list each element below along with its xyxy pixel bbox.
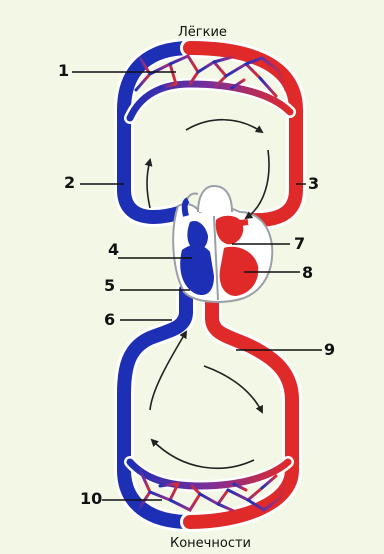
title-limbs: Конечности <box>170 537 251 551</box>
arrow-top <box>186 120 262 132</box>
callout-3: 3 <box>308 176 319 192</box>
callout-6: 6 <box>104 312 115 328</box>
arrow-right-bottom <box>204 366 262 412</box>
callout-1: 1 <box>58 63 69 79</box>
callout-2: 2 <box>64 175 75 191</box>
title-lungs: Лёгкие <box>178 26 227 40</box>
arrow-left-top <box>147 160 150 208</box>
callout-4: 4 <box>108 242 119 258</box>
callout-10: 10 <box>80 491 102 507</box>
callout-7: 7 <box>294 236 305 252</box>
callout-8: 8 <box>302 265 313 281</box>
callout-5: 5 <box>104 278 115 294</box>
arrow-right-top <box>246 150 269 218</box>
systemic-circuit <box>124 290 292 522</box>
callout-9: 9 <box>324 342 335 358</box>
arrow-bottom <box>152 440 254 468</box>
